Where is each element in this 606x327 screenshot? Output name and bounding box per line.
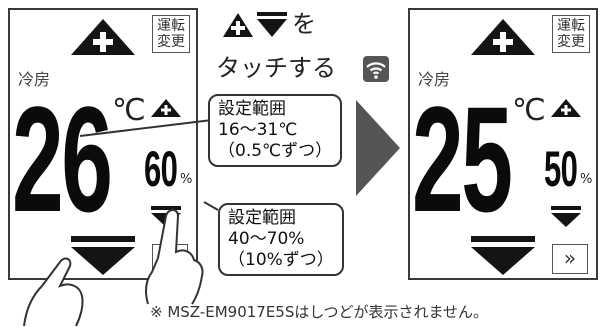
plus-triangle-icon [223,13,253,37]
callout-temperature-line3: （0.5℃ずつ） [218,141,333,161]
temp-up-icon[interactable] [70,18,136,56]
humidity-down-icon[interactable] [550,206,582,228]
model-note: ※ MSZ-EM9017E5Sはしつどが表示されません。 [150,303,489,321]
humidity-unit: % [580,172,593,187]
humidity-unit: % [180,172,193,187]
mode-label: 冷房 [418,70,451,89]
wifi-icon [363,56,389,82]
temp-down-icon[interactable] [70,236,136,276]
temperature-unit: ℃ [112,93,146,128]
callout-temperature-line2: 16～31℃ [218,120,298,140]
humidity-up-icon[interactable] [550,98,582,118]
remote-screen-after: 運転 変更 冷房 25 ℃ 50 % » [408,8,598,280]
remote-screen-before: 運転 変更 冷房 26 ℃ 60 % » [8,8,198,280]
set-temperature: 25 [412,75,513,243]
temp-down-icon[interactable] [470,236,536,276]
set-humidity: 50 [544,141,578,197]
mode-change-label-line2: 変更 [157,34,185,50]
transition-arrow-icon [356,100,400,196]
callout-pointer-lines [80,119,219,211]
temperature-unit: ℃ [512,93,546,128]
mode-label: 冷房 [18,70,51,89]
callout-temperature-line1: 設定範囲 [218,99,286,119]
mode-change-button[interactable]: 運転 変更 [552,15,590,53]
humidity-up-icon[interactable] [150,98,182,118]
mode-change-label-line2: 変更 [557,34,585,50]
instruction-suffix: を [292,10,316,38]
finger-icon-humidity [144,209,204,305]
minus-triangle-icon [257,12,287,37]
set-humidity: 60 [144,141,178,197]
callout-humidity-line1: 設定範囲 [228,208,296,228]
finger-icon-temp [23,257,84,327]
callout-humidity-line3: （10%ずつ） [228,250,334,270]
next-page-button[interactable]: » [552,244,588,274]
callout-humidity-line2: 40～70% [228,229,305,249]
set-temperature: 26 [12,75,113,243]
instruction-touch: タッチする [216,54,336,82]
mode-change-label-line1: 運転 [557,18,585,34]
callout-humidity-range: 設定範囲 40～70% （10%ずつ） [218,203,344,276]
callout-temperature-range: 設定範囲 16～31℃ （0.5℃ずつ） [208,94,343,167]
mode-change-button[interactable]: 運転 変更 [152,15,190,53]
temp-up-icon[interactable] [470,18,536,56]
mode-change-label-line1: 運転 [157,18,185,34]
